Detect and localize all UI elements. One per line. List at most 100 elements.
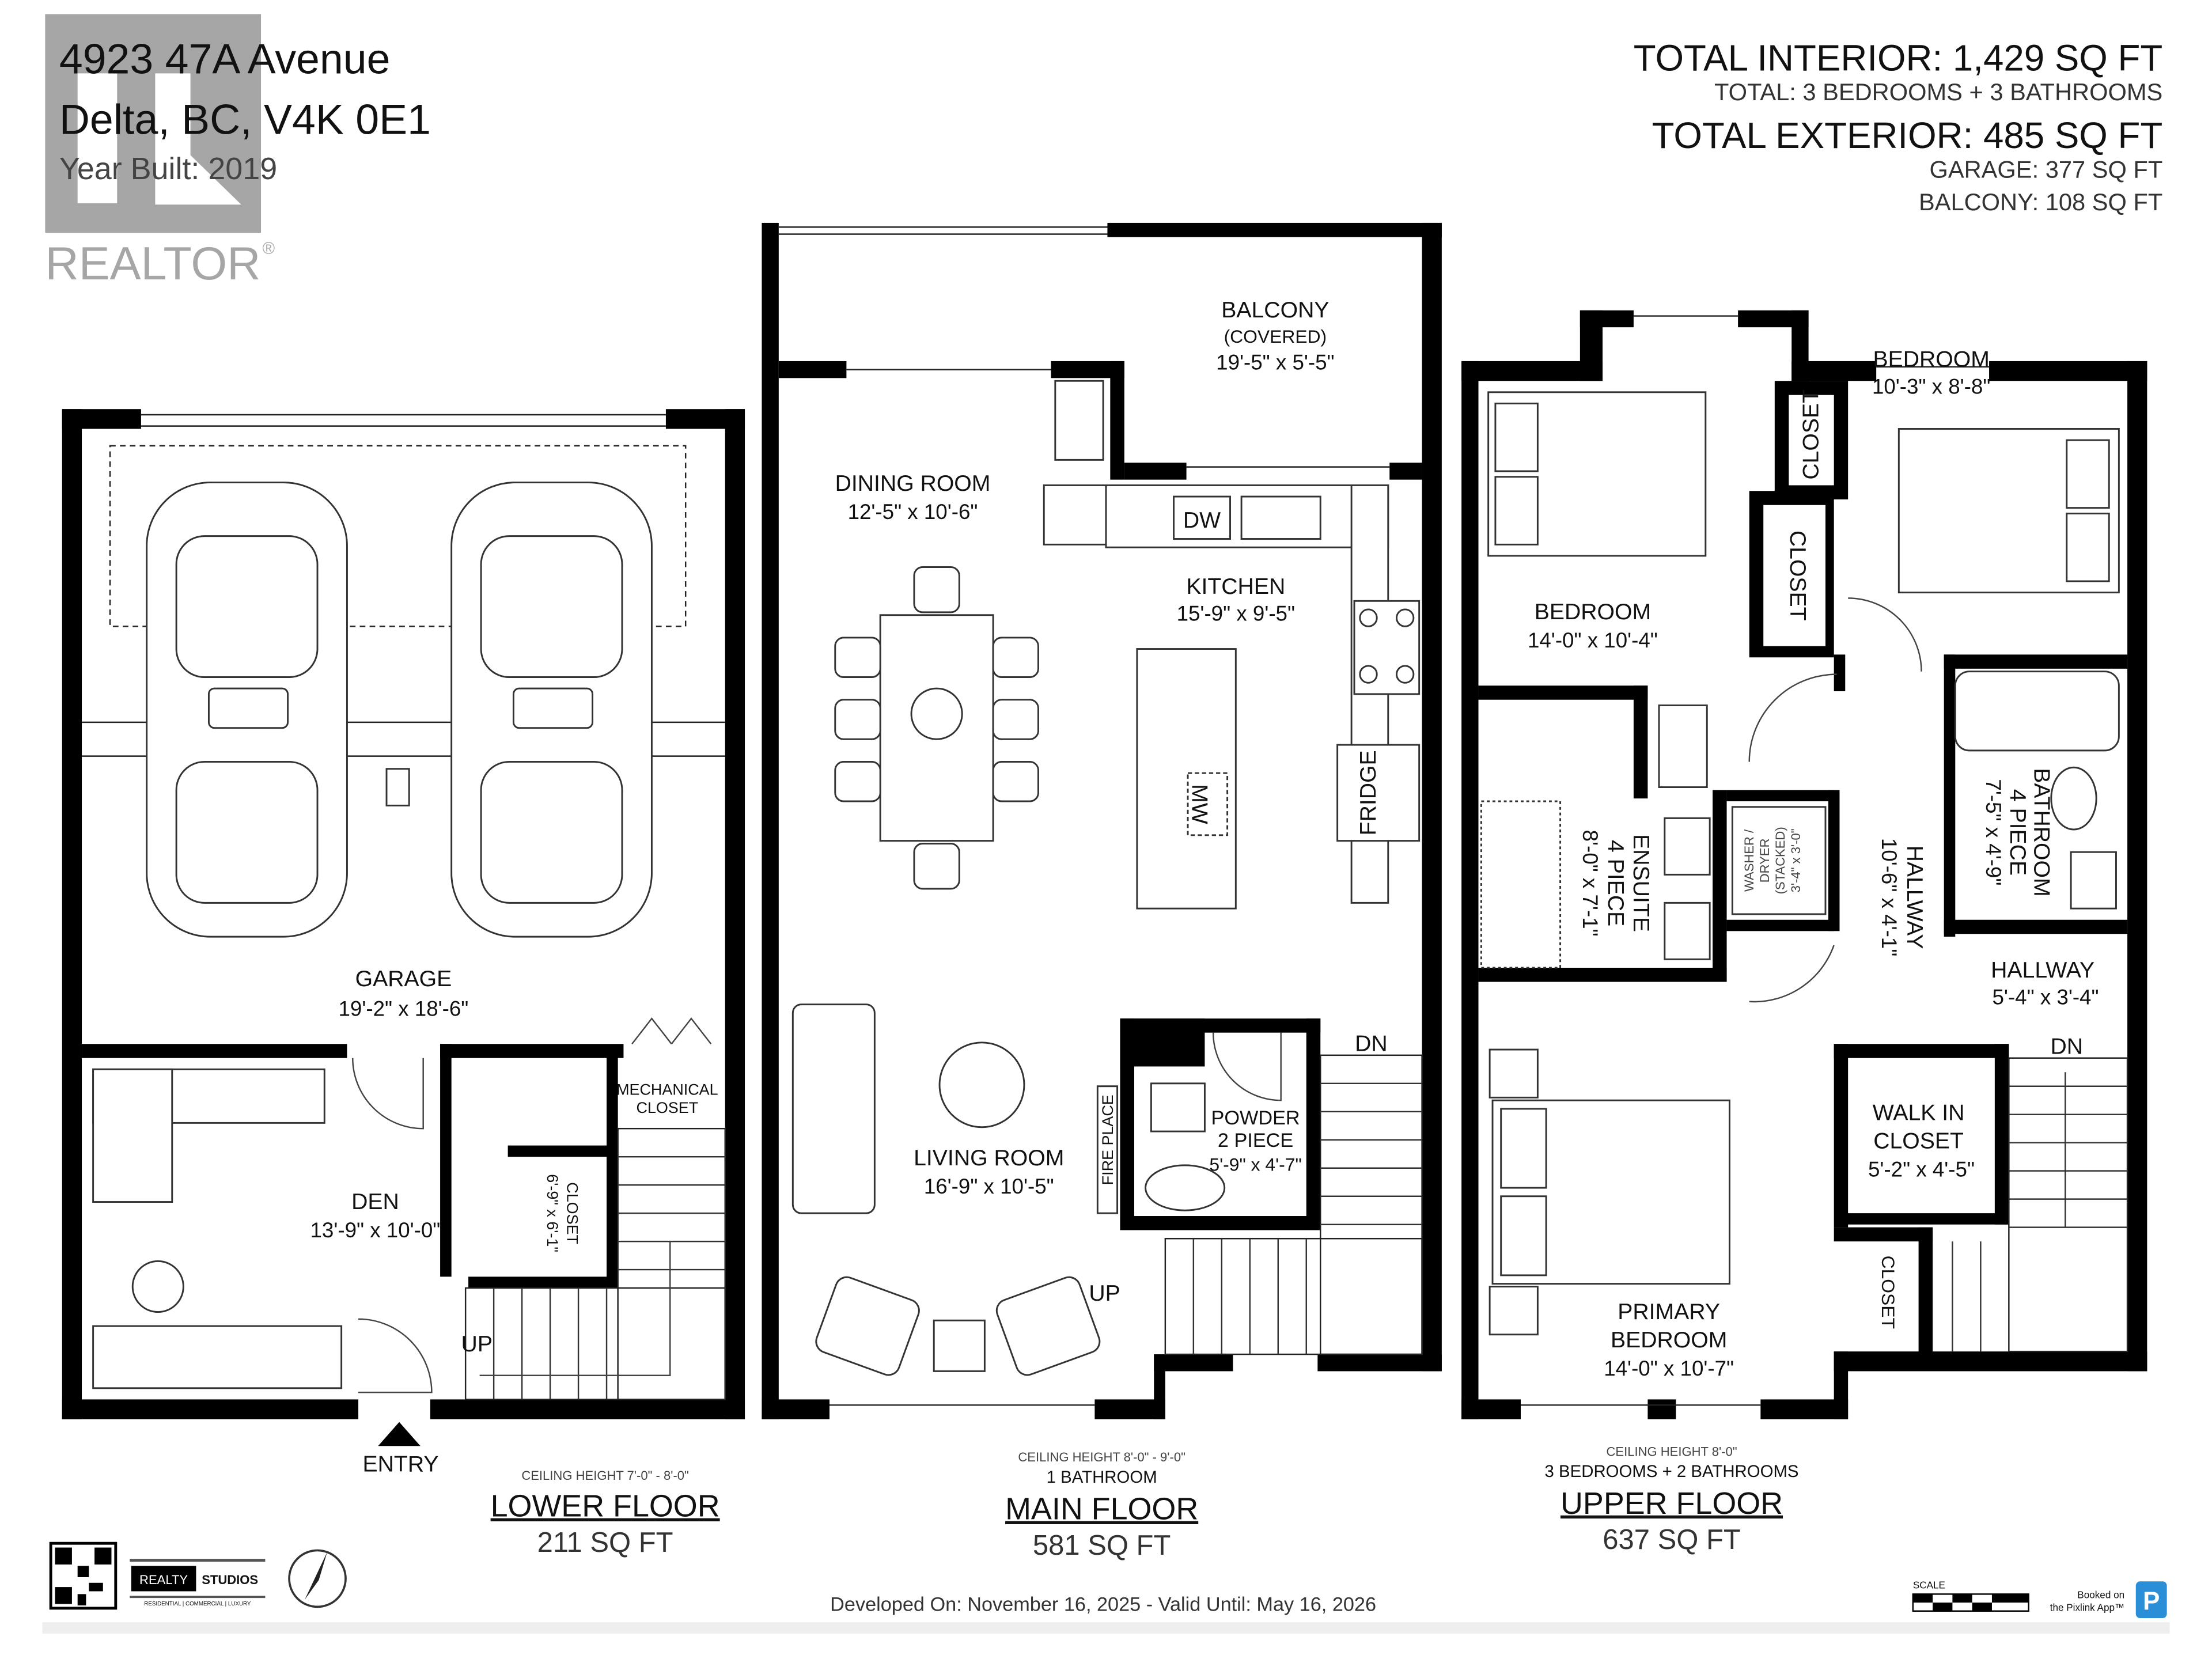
pixlink-logo-icon bbox=[2135, 1581, 2167, 1618]
main-baths: 1 BATHROOM bbox=[1047, 1468, 1157, 1487]
room-label-den: DEN bbox=[351, 1190, 399, 1214]
room-dim-dining: 12'-5" x 10'-6" bbox=[848, 500, 978, 524]
realty-tagline: RESIDENTIAL | COMMERCIAL | LUXURY bbox=[144, 1601, 251, 1607]
room-label-hallway-2: HALLWAY bbox=[1991, 958, 2094, 983]
qr-code-icon bbox=[49, 1541, 118, 1610]
main-floor-title: MAIN FLOOR bbox=[1005, 1492, 1198, 1527]
realtor-logo: REALTOR ® bbox=[45, 14, 275, 290]
total-exterior: TOTAL EXTERIOR: 485 SQ FT bbox=[1652, 115, 2163, 156]
main-floor-area: 581 SQ FT bbox=[1033, 1530, 1171, 1561]
sink-icon bbox=[1150, 1082, 1206, 1132]
coffee-table-icon bbox=[938, 1041, 1025, 1128]
pixlink-text-2: the Pixlink App™ bbox=[2050, 1602, 2124, 1613]
room-dim-balcony: 19'-5" x 5'-5" bbox=[1216, 351, 1334, 374]
sink-icon bbox=[1664, 902, 1711, 960]
entry-door-icon[interactable] bbox=[358, 1318, 433, 1393]
toilet-icon bbox=[2050, 766, 2097, 831]
stair-up-label: UP bbox=[1089, 1281, 1120, 1306]
room-label-hallway: HALLWAY bbox=[1902, 846, 1927, 949]
room-dim-ensuite: 8'-0" x 7'-1" bbox=[1578, 830, 1602, 937]
fireplace-label: FIRE PLACE bbox=[1099, 1094, 1116, 1185]
total-interior: TOTAL INTERIOR: 1,429 SQ FT bbox=[1634, 37, 2163, 78]
lower-floor-title: LOWER FLOOR bbox=[491, 1489, 720, 1524]
room-sub-bathroom: 4 PIECE bbox=[2005, 789, 2030, 876]
upper-floor-plan: BEDROOM 14'-0" x 10'-4" BEDROOM 10'-3" x… bbox=[1461, 310, 2147, 1419]
main-ceiling: CEILING HEIGHT 8'-0" - 9'-0" bbox=[1018, 1450, 1185, 1464]
room-dim-bedroom-3: 10'-3" x 8'-8" bbox=[1872, 374, 1990, 398]
registered-mark: ® bbox=[263, 239, 275, 258]
washer-label: WASHER / bbox=[1742, 829, 1756, 892]
main-floor-plan: BALCONY (COVERED) 19'-5" x 5'-5" DINING … bbox=[762, 222, 1442, 1419]
room-sub-balcony: (COVERED) bbox=[1224, 326, 1327, 347]
validity-dates: Developed On: November 16, 2025 - Valid … bbox=[830, 1594, 1376, 1616]
room-label-primary-2: BEDROOM bbox=[1611, 1328, 1727, 1353]
realty-text: REALTY bbox=[139, 1573, 188, 1587]
stairs-main bbox=[1164, 1054, 1423, 1355]
total-rooms: TOTAL: 3 BEDROOMS + 3 BATHROOMS bbox=[1714, 78, 2162, 105]
garage-area: GARAGE: 377 SQ FT bbox=[1929, 156, 2162, 183]
room-label-walkin-2: CLOSET bbox=[1873, 1128, 1964, 1153]
lower-floor-area: 211 SQ FT bbox=[537, 1527, 673, 1558]
room-label-bedroom-3: BEDROOM bbox=[1873, 347, 1989, 372]
pixlink-logo-letter: P bbox=[2143, 1587, 2160, 1615]
room-dim-bedroom-2: 14'-0" x 10'-4" bbox=[1528, 628, 1658, 652]
car-icon bbox=[450, 482, 653, 938]
closet-label: CLOSET bbox=[1878, 1256, 1899, 1329]
room-label-garage: GARAGE bbox=[355, 967, 452, 991]
chair-icon bbox=[834, 566, 1039, 890]
lower-ceiling: CEILING HEIGHT 7'-0" - 8'-0" bbox=[521, 1468, 689, 1483]
scale-label: SCALE bbox=[1913, 1580, 1945, 1591]
stair-down-label: DN bbox=[1355, 1031, 1388, 1056]
realty-studios-logo: REALTY STUDIOS RESIDENTIAL | COMMERCIAL … bbox=[130, 1559, 266, 1607]
room-dim-kitchen: 15'-9" x 9'-5" bbox=[1177, 602, 1295, 626]
closet-label: CLOSET bbox=[1785, 531, 1810, 621]
room-label-powder: POWDER bbox=[1211, 1107, 1300, 1129]
washer-dim: 3'-4" x 3'-0" bbox=[1789, 828, 1803, 892]
fireplace-icon bbox=[1096, 1085, 1119, 1214]
sink-icon bbox=[1664, 817, 1711, 876]
bathtub-icon bbox=[1954, 671, 2120, 752]
room-label-dining: DINING ROOM bbox=[835, 471, 991, 496]
stacked-label: (STACKED) bbox=[1773, 827, 1787, 894]
car-icon bbox=[146, 482, 348, 938]
balcony-area: BALCONY: 108 SQ FT bbox=[1919, 188, 2162, 215]
room-sub-ensuite: 4 PIECE bbox=[1603, 840, 1628, 926]
stairs-upper bbox=[1952, 1057, 2128, 1353]
room-dim-primary: 14'-0" x 10'-7" bbox=[1604, 1357, 1734, 1380]
shower-icon bbox=[1480, 800, 1562, 969]
room-label-balcony: BALCONY bbox=[1221, 298, 1329, 323]
fridge-label: FRIDGE bbox=[1356, 750, 1381, 835]
upper-ceiling: CEILING HEIGHT 8'-0" bbox=[1606, 1444, 1737, 1459]
year-built: Year Built: 2019 bbox=[59, 151, 277, 186]
stair-up-label: UP bbox=[461, 1332, 493, 1357]
studios-text: STUDIOS bbox=[202, 1573, 258, 1587]
room-label-bathroom: BATHROOM bbox=[2029, 768, 2054, 896]
upper-summary: 3 BEDROOMS + 2 BATHROOMS bbox=[1545, 1462, 1799, 1481]
room-dim-living: 16'-9" x 10'-5" bbox=[924, 1175, 1054, 1198]
room-label-living: LIVING ROOM bbox=[914, 1146, 1064, 1171]
room-label-kitchen: KITCHEN bbox=[1186, 574, 1285, 599]
room-dim-walkin: 5'-2" x 4'-5" bbox=[1868, 1157, 1975, 1181]
room-label-primary: PRIMARY bbox=[1618, 1300, 1720, 1324]
room-label-mechanical: MECHANICAL bbox=[616, 1081, 718, 1098]
entry-arrow-icon bbox=[378, 1422, 421, 1446]
room-sub-powder: 2 PIECE bbox=[1218, 1130, 1293, 1152]
room-label-bedroom-2: BEDROOM bbox=[1535, 600, 1651, 624]
room-label-walkin: WALK IN bbox=[1873, 1100, 1965, 1125]
scale-bar: SCALE bbox=[1912, 1580, 2029, 1612]
dishwasher-label: DW bbox=[1183, 508, 1221, 533]
room-dim-garage: 19'-2" x 18'-6" bbox=[338, 997, 468, 1020]
room-label-mechanical-2: CLOSET bbox=[637, 1099, 699, 1116]
dryer-label: DRYER bbox=[1758, 839, 1772, 883]
lower-floor-plan: GARAGE 19'-2" x 18'-6" DEN 13'-9" x 10'-… bbox=[62, 409, 745, 1476]
room-label-closet: CLOSET bbox=[563, 1182, 581, 1244]
armchair-icon bbox=[995, 1276, 1101, 1376]
upper-floor-title: UPPER FLOOR bbox=[1560, 1486, 1783, 1521]
sofa-icon bbox=[791, 1003, 876, 1214]
room-dim-bathroom: 7'-5" x 4'-9" bbox=[1982, 779, 2005, 885]
closet-label: CLOSET bbox=[1799, 389, 1824, 480]
microwave-label: MW bbox=[1187, 784, 1211, 824]
room-dim-hallway: 10'-6" x 4'-1" bbox=[1877, 838, 1901, 956]
fridge-icon bbox=[1336, 744, 1421, 842]
